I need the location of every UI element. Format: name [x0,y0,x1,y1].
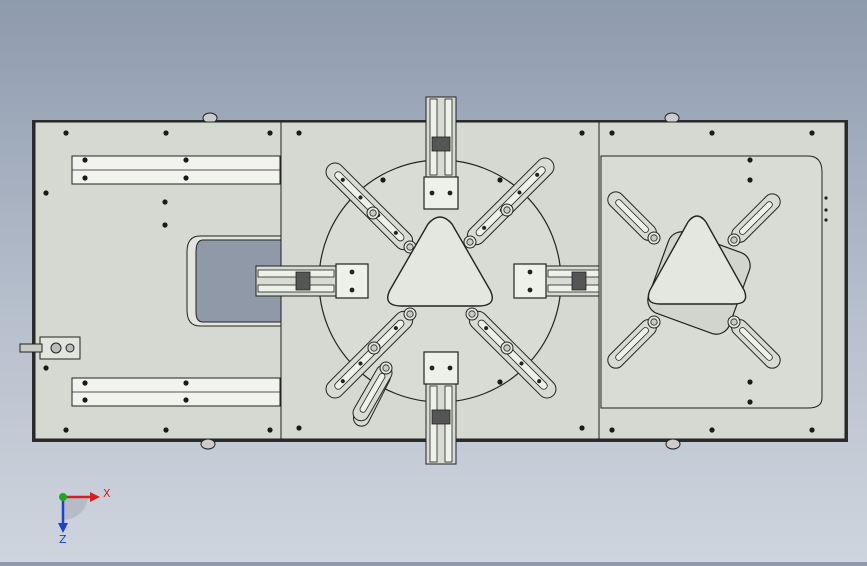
slide-bottom[interactable] [423,351,459,465]
z-axis-label: Z [59,533,67,546]
x-arrow-icon [90,492,100,502]
coordinate-triad: X Z [58,487,111,546]
center-plate[interactable] [255,96,627,465]
slide-top[interactable] [423,96,459,210]
slide-left[interactable] [255,263,369,299]
cylinder-fitting[interactable] [19,336,81,360]
x-axis-label: X [103,487,111,500]
left-plate[interactable] [19,121,282,440]
right-plate[interactable] [598,121,846,440]
y-axis-dot [59,493,67,501]
right-triangle-fixture[interactable] [647,215,747,305]
z-arrow-icon [58,523,68,533]
triangle-fixture[interactable] [387,216,493,307]
mounting-lugs [200,112,681,450]
